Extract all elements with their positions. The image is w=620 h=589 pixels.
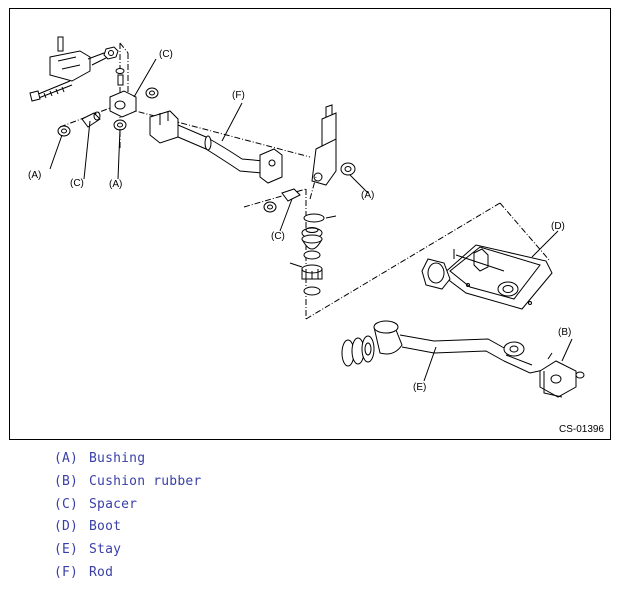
legend-item: (D) Boot bbox=[54, 519, 201, 542]
legend-item: (E) Stay bbox=[54, 542, 201, 565]
left-bushing-spacer bbox=[57, 111, 101, 137]
rod bbox=[149, 110, 283, 184]
legend-label: Spacer bbox=[89, 496, 138, 512]
callout-c-top: (C) bbox=[159, 49, 173, 60]
callout-c-left: (C) bbox=[70, 178, 84, 189]
callout-c-lower: (C) bbox=[271, 231, 285, 242]
legend-label: Rod bbox=[89, 564, 114, 580]
callout-a-left: (A) bbox=[28, 170, 41, 181]
callout-a-center: (A) bbox=[109, 179, 122, 190]
figure-id: CS-01396 bbox=[558, 424, 604, 435]
lower-spacer-bushing bbox=[263, 188, 301, 213]
legend-label: Cushion rubber bbox=[89, 473, 202, 489]
legend-item: (F) Rod bbox=[54, 565, 201, 588]
callout-a-right: (A) bbox=[361, 190, 374, 201]
leader-lines bbox=[49, 58, 573, 382]
shift-lever bbox=[311, 104, 356, 186]
legend-code: (A) bbox=[54, 451, 79, 466]
legend-label: Stay bbox=[89, 542, 122, 558]
callout-b: (B) bbox=[558, 327, 571, 338]
exploded-diagram: (A) (C) (A) (C) (F) (A) (C) (D) (B) (E) … bbox=[9, 8, 611, 440]
legend-item: (C) Spacer bbox=[54, 497, 201, 520]
callout-d: (D) bbox=[551, 221, 565, 232]
boot bbox=[421, 244, 553, 310]
legend-label: Bushing bbox=[89, 451, 146, 466]
callout-e: (E) bbox=[413, 382, 426, 393]
parts-legend: (A) Bushing (B) Cushion rubber (C) Space… bbox=[54, 451, 201, 588]
legend-code: (F) bbox=[54, 564, 79, 580]
center-lines-middle bbox=[243, 176, 551, 320]
legend-code: (E) bbox=[54, 542, 79, 558]
legend-item: (A) Bushing bbox=[54, 451, 201, 474]
legend-label: Boot bbox=[89, 519, 122, 535]
legend-item: (B) Cushion rubber bbox=[54, 474, 201, 497]
legend-code: (D) bbox=[54, 519, 79, 535]
pin-and-bushing-top bbox=[115, 68, 159, 99]
cushion-rubber-bracket bbox=[539, 352, 585, 398]
diagram-drawing: (A) (C) (A) (C) (F) (A) (C) (D) (B) (E) bbox=[28, 36, 585, 398]
upper-bracket-assembly bbox=[29, 36, 119, 102]
seat-parts-stack bbox=[289, 213, 337, 296]
legend-code: (B) bbox=[54, 473, 79, 489]
legend-code: (C) bbox=[54, 496, 79, 512]
joint-block bbox=[109, 90, 137, 131]
callout-f: (F) bbox=[232, 90, 245, 101]
stay bbox=[341, 320, 549, 374]
